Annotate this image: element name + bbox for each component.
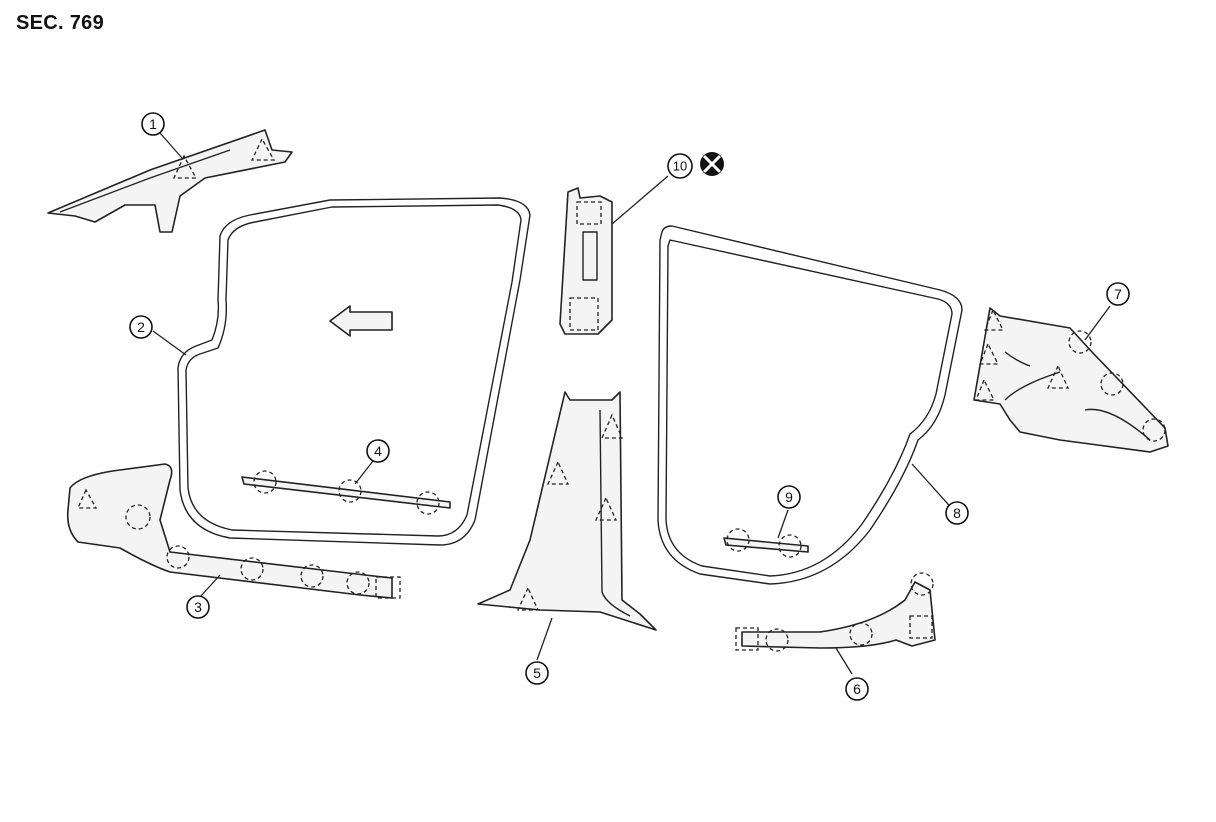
callout-2: 2 — [129, 315, 153, 339]
front-door-weatherstrip — [177, 197, 531, 546]
svg-text:6: 6 — [853, 681, 861, 697]
svg-text:1: 1 — [149, 116, 157, 132]
rear-kicking-plate — [735, 572, 936, 652]
svg-text:8: 8 — [953, 505, 961, 521]
arrow-left-icon — [329, 305, 393, 337]
callout-7: 7 — [1106, 282, 1130, 306]
callout-8: 8 — [945, 501, 969, 525]
front-kicking-plate — [66, 463, 401, 599]
callout-6: 6 — [845, 677, 869, 701]
callout-10: 10 — [667, 153, 693, 179]
svg-text:3: 3 — [194, 599, 202, 615]
front-door-lower-strip — [241, 470, 451, 515]
svg-text:2: 2 — [137, 319, 145, 335]
svg-text:4: 4 — [374, 443, 382, 459]
rear-pillar-garnish — [973, 307, 1169, 453]
center-pillar-upper-garnish — [559, 187, 613, 335]
callout-4: 4 — [366, 439, 390, 463]
section-label: SEC. 769 — [16, 12, 105, 34]
callout-3: 3 — [186, 595, 210, 619]
svg-text:10: 10 — [673, 159, 687, 174]
rear-door-lower-strip — [723, 528, 809, 558]
center-pillar-lower-garnish — [477, 391, 657, 631]
front-pillar-garnish — [47, 129, 293, 233]
callout-9: 9 — [777, 485, 801, 509]
svg-text:7: 7 — [1114, 286, 1122, 302]
svg-text:5: 5 — [533, 665, 541, 681]
svg-text:9: 9 — [785, 489, 793, 505]
rear-door-weatherstrip — [657, 225, 963, 585]
callout-5: 5 — [525, 661, 549, 685]
x-circle-icon — [700, 152, 724, 176]
callout-1: 1 — [141, 112, 165, 136]
